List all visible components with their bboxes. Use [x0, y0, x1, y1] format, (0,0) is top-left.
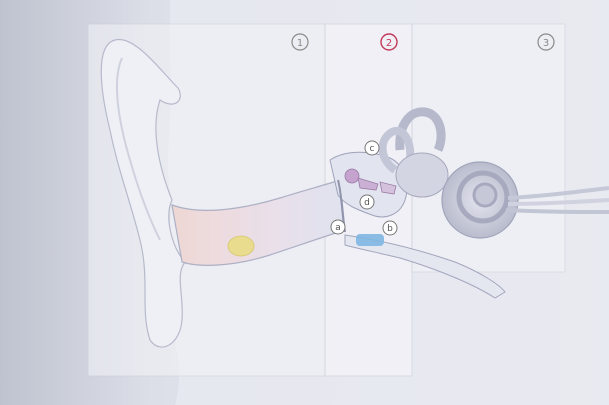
earwax [228, 236, 254, 256]
callout-d: d [360, 195, 374, 209]
callout-b-label: b [387, 224, 393, 234]
zone-badge-1-label: 1 [297, 38, 303, 49]
callout-c-label: c [370, 144, 375, 154]
callout-a: a [331, 220, 345, 234]
vestibule [396, 153, 448, 197]
callout-c: c [365, 141, 379, 155]
callout-a-label: a [335, 223, 341, 233]
ossicle-malleus [345, 169, 359, 183]
zone-badge-2-label: 2 [386, 38, 392, 49]
callout-d-label: d [364, 198, 370, 208]
zone-badge-3-label: 3 [543, 38, 549, 49]
callout-b: b [383, 221, 397, 235]
middle-ear-fluid [356, 234, 384, 246]
cochlea-turn-3 [474, 184, 496, 206]
